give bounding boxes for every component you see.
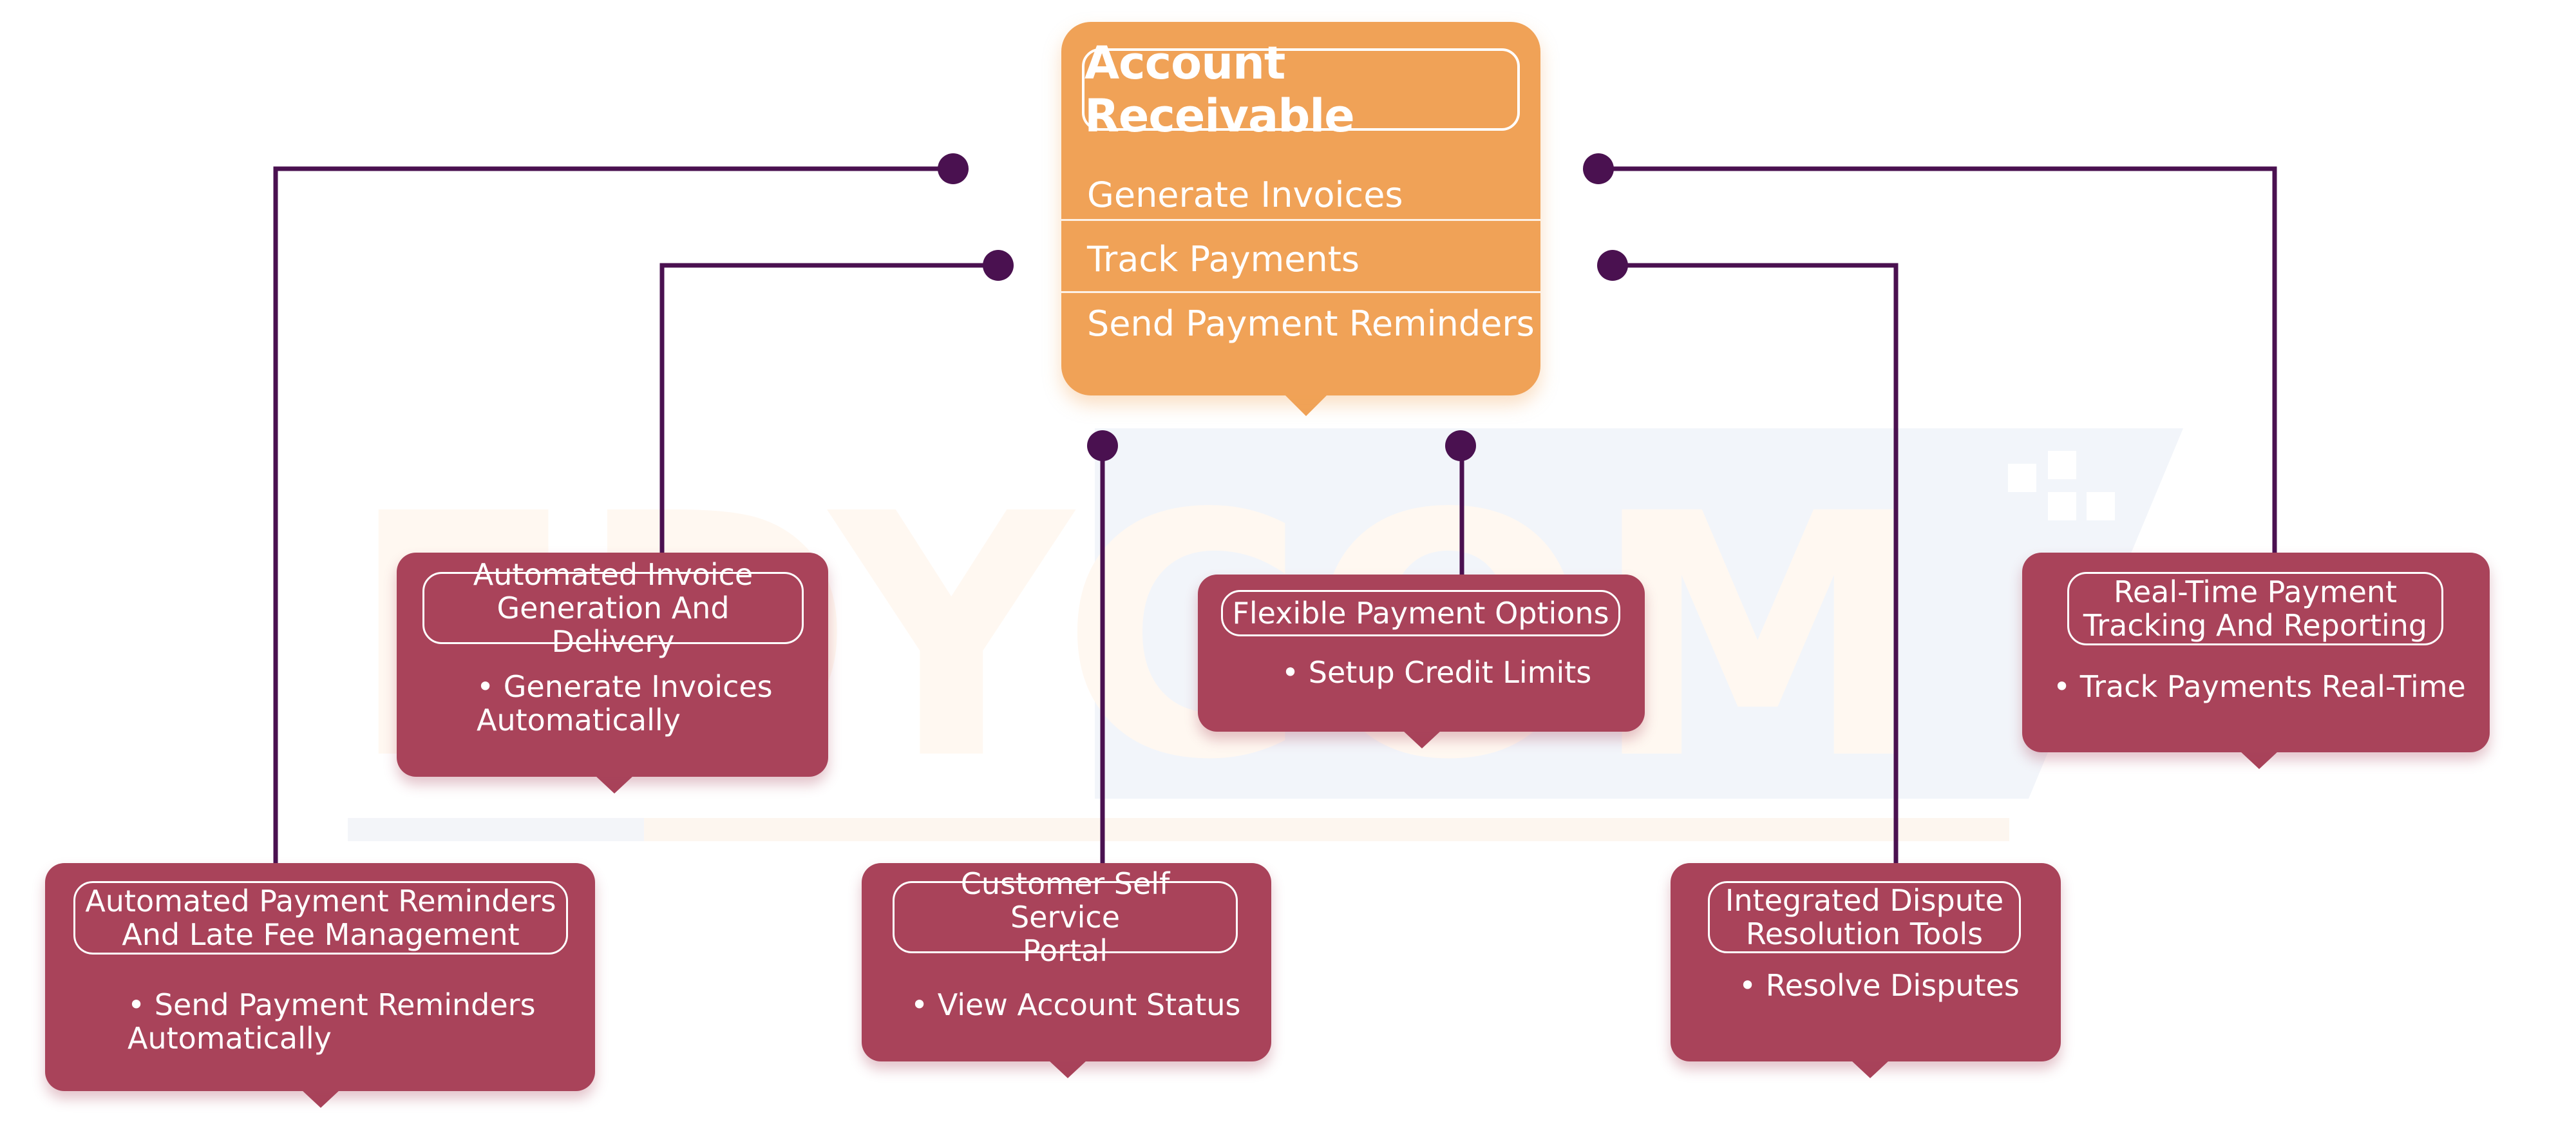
card-title-line: Integrated Dispute [1725, 883, 2004, 918]
card-title-line: Generation And Delivery [497, 591, 730, 659]
card-title-line: Automated Invoice [473, 557, 753, 592]
card-title-line: Customer Self Service [960, 866, 1170, 935]
card-title-line: Automated Payment Reminders [85, 884, 556, 918]
card-title-customer-self-service: Customer Self Service Portal [893, 867, 1238, 967]
card-customer-self-service [862, 863, 1271, 1061]
bullet-line: Automatically [477, 703, 681, 737]
connector-dot [1087, 430, 1118, 461]
card-bullet-generate-invoices: • Generate Invoices Automatically [477, 670, 773, 737]
connector-dot [983, 250, 1014, 281]
connector-dot [1597, 250, 1628, 281]
card-bullet-setup-credit-limits: • Setup Credit Limits [1282, 655, 1592, 690]
center-item-track-payments: Track Payments [1087, 238, 1360, 280]
card-automated-payment-reminders [45, 863, 595, 1091]
card-title-line: Portal [1022, 933, 1108, 968]
card-flexible-payment [1198, 575, 1645, 732]
divider [1061, 219, 1540, 221]
card-bullet-track-payments-real-time: • Track Payments Real-Time [2053, 669, 2466, 704]
bullet-line: Automatically [128, 1021, 332, 1056]
center-title: Account Receivable [1082, 37, 1520, 142]
account-receivable-card [1061, 22, 1540, 395]
card-bullet-send-payment-reminders: • Send Payment Reminders Automatically [128, 988, 536, 1055]
card-real-time-payment [2022, 553, 2490, 752]
bullet-line: • Generate Invoices [477, 669, 773, 704]
center-item-send-payment-reminders: Send Payment Reminders [1087, 303, 1535, 344]
card-title-automated-invoice: Automated Invoice Generation And Deliver… [422, 558, 804, 658]
connector-realtime [1598, 166, 2277, 554]
card-automated-invoice [397, 553, 828, 777]
card-title-real-time-payment: Real-Time Payment Tracking And Reporting [2067, 572, 2443, 645]
card-title-line: Resolution Tools [1745, 917, 1984, 951]
connector-dispute [1613, 263, 1899, 865]
connector-dot [1445, 430, 1476, 461]
card-title-integrated-dispute: Integrated Dispute Resolution Tools [1708, 881, 2021, 953]
card-title-line: Tracking And Reporting [2083, 608, 2428, 643]
card-title-flexible-payment: Flexible Payment Options [1221, 590, 1620, 636]
divider [1061, 291, 1540, 293]
connector-dot [1583, 153, 1614, 184]
connector-reminders [273, 166, 952, 865]
card-bullet-view-account-status: • View Account Status [911, 987, 1241, 1022]
card-title-automated-payment-reminders: Automated Payment Reminders And Late Fee… [73, 881, 568, 955]
card-integrated-dispute [1671, 863, 2061, 1061]
card-title-line: Real-Time Payment [2113, 575, 2398, 609]
card-bullet-resolve-disputes: • Resolve Disputes [1739, 968, 2020, 1003]
connector-invoice [659, 263, 997, 554]
connector-dot [938, 153, 969, 184]
bullet-line: • Send Payment Reminders [128, 987, 536, 1022]
card-title-line: And Late Fee Management [122, 917, 520, 952]
center-item-generate-invoices: Generate Invoices [1087, 174, 1403, 215]
